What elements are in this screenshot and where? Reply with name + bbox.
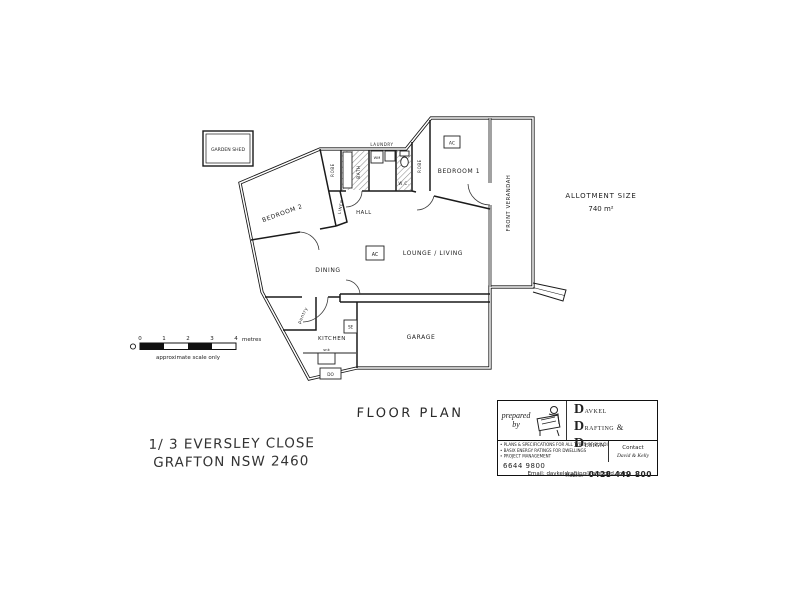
mobile-label: Mobile:	[565, 473, 584, 479]
service-item: BASIX ENERGY RATINGS FOR DWELLINGS	[500, 448, 608, 454]
allotment-size-line2: 740 m²	[588, 205, 613, 213]
prepared-by-label: prepared by	[501, 410, 531, 429]
room-label-front-verandah: FRONT VERANDAH	[506, 175, 512, 232]
contact-label: Contact	[622, 445, 644, 451]
garden-shed-label: GARDEN SHED	[211, 147, 246, 153]
service-item: PROJECT MANAGEMENT	[500, 454, 608, 460]
services-list: PLANS & SPECIFICATIONS FOR ALL TYPES OF …	[498, 441, 608, 462]
company-name-line2: Drafting &	[574, 418, 624, 434]
phone-number: 6644 9800	[503, 462, 546, 470]
scale-note: approximate scale only	[156, 355, 221, 361]
contact-block: Contact David & Kelly	[608, 441, 657, 462]
scale-tick-2: 2	[186, 336, 190, 342]
fixture-label-ac1: AC	[449, 141, 455, 147]
mobile-number: 0428 449 800	[588, 470, 652, 479]
room-label-kitchen: KITCHEN	[318, 336, 346, 342]
scale-origin-icon	[129, 343, 137, 350]
bath-tub	[342, 151, 353, 189]
email-address: davkeldrafting@bigpond.com	[546, 471, 628, 477]
interior-walls	[250, 120, 491, 368]
scale-tick-3: 3	[210, 336, 214, 342]
ac-unit-1	[443, 135, 461, 149]
allotment-size-line1: ALLOTMENT SIZE	[565, 192, 636, 200]
room-label-pantry: pantry	[297, 306, 310, 325]
room-label-lounge-living: LOUNGE / LIVING	[403, 250, 463, 257]
phone-row: 6644 9800 Mobile: 0428 449 800	[498, 462, 657, 479]
verandah-steps	[532, 282, 567, 302]
allotment-size: ALLOTMENT SIZE 740 m²	[565, 192, 636, 213]
room-label-bath: BATH	[356, 165, 361, 179]
laundry-tub	[384, 150, 396, 162]
kitchen-sink	[317, 352, 336, 365]
fixture-label-wm: WM	[374, 156, 381, 160]
fixture-label-do: DO	[327, 372, 334, 377]
drawing-title: FLOOR PLAN	[356, 406, 464, 421]
contact-names: David & Kelly	[616, 453, 650, 460]
washing-machine	[370, 150, 384, 164]
fixture-label-ac2: AC	[372, 252, 379, 258]
scale-tick-1: 1	[162, 336, 166, 342]
ac-unit-2	[365, 245, 385, 261]
room-label-robe2: ROBE	[417, 159, 422, 173]
email-row: Email: davkeldrafting@bigpond.com	[498, 471, 657, 477]
services-and-contact: PLANS & SPECIFICATIONS FOR ALL TYPES OF …	[498, 441, 657, 462]
email-label: Email:	[527, 471, 545, 477]
service-item: PLANS & SPECIFICATIONS FOR ALL TYPES OF …	[500, 442, 608, 448]
company-name: Davkel Drafting & Design	[566, 401, 657, 451]
scale-tick-4: 4	[234, 336, 238, 342]
scale-tick-0: 0	[138, 336, 142, 342]
door-arcs	[299, 183, 491, 323]
room-label-hall: HALL	[356, 210, 372, 216]
wc-pan	[400, 156, 409, 168]
scale-bar: 0 1 2 3 4 metres approximate scale only	[129, 336, 261, 361]
property-address: 1/ 3 EVERSLEY CLOSE GRAFTON NSW 2460	[134, 435, 330, 472]
room-label-robe1: ROBE	[330, 163, 335, 177]
kitchen-door-bay	[319, 367, 342, 380]
prepared-by-header: prepared by Davkel Drafting & Design	[498, 401, 657, 451]
wc-cistern	[399, 150, 410, 157]
mobile-group: Mobile: 0428 449 800	[565, 462, 652, 481]
fixture-label-sink: snk	[323, 347, 330, 352]
stove	[343, 319, 358, 334]
room-label-bedroom1: BEDROOM 1	[438, 168, 480, 175]
fixture-label-se: SE	[348, 325, 354, 330]
room-label-laundry: LAUNDRY	[370, 142, 393, 147]
address-line2: GRAFTON NSW 2460	[153, 452, 310, 471]
room-label-wc: W.C.	[398, 181, 409, 186]
prepared-by-block: prepared by Davkel Drafting & Design PLA…	[497, 400, 658, 479]
garden-shed: GARDEN SHED	[202, 130, 254, 167]
room-labels: BEDROOM 2 BEDROOM 1 LOUNGE / LIVING DINI…	[261, 141, 512, 378]
room-label-bedroom2: BEDROOM 2	[261, 203, 303, 224]
exterior-walls	[238, 116, 535, 381]
fixtures	[303, 135, 461, 380]
company-name-line1: Davkel	[574, 402, 607, 417]
room-label-garage: GARAGE	[407, 334, 436, 341]
room-label-linen: LINEN	[337, 199, 345, 215]
scale-unit: metres	[242, 337, 261, 343]
address-line1: 1/ 3 EVERSLEY CLOSE	[148, 435, 316, 453]
draftsman-logo-icon	[534, 401, 566, 440]
room-label-dining: DINING	[315, 267, 340, 274]
